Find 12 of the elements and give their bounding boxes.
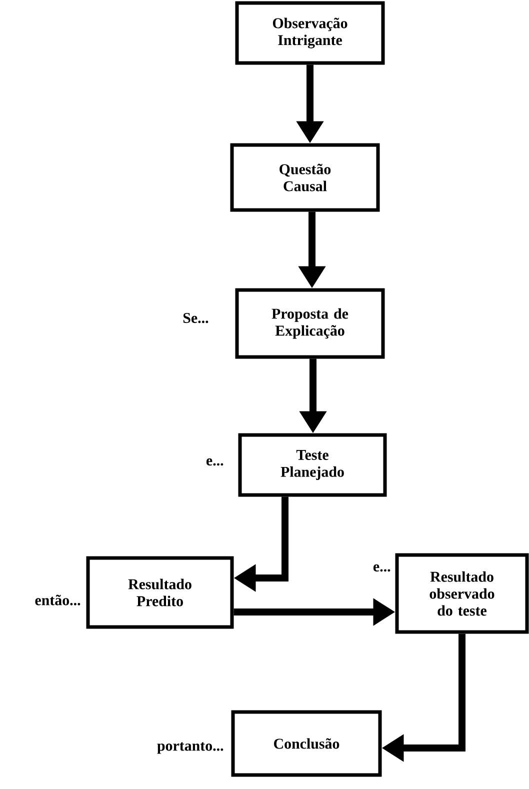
side-label: e... — [206, 458, 224, 466]
process-box: Teste Planejado — [238, 433, 387, 497]
side-label: e... — [373, 564, 390, 572]
side-label: então... — [35, 594, 80, 606]
process-box: Observação Intrigante — [235, 1, 385, 65]
process-box: Resultado Predito — [86, 556, 234, 629]
process-box: Proposta de Explicação — [235, 288, 385, 359]
process-box: Questão Causal — [230, 143, 380, 212]
process-box: Conclusão — [231, 710, 382, 777]
side-label: Se... — [183, 312, 208, 324]
side-label: portanto... — [157, 742, 224, 754]
process-box: Resultado observado do teste — [395, 553, 529, 634]
